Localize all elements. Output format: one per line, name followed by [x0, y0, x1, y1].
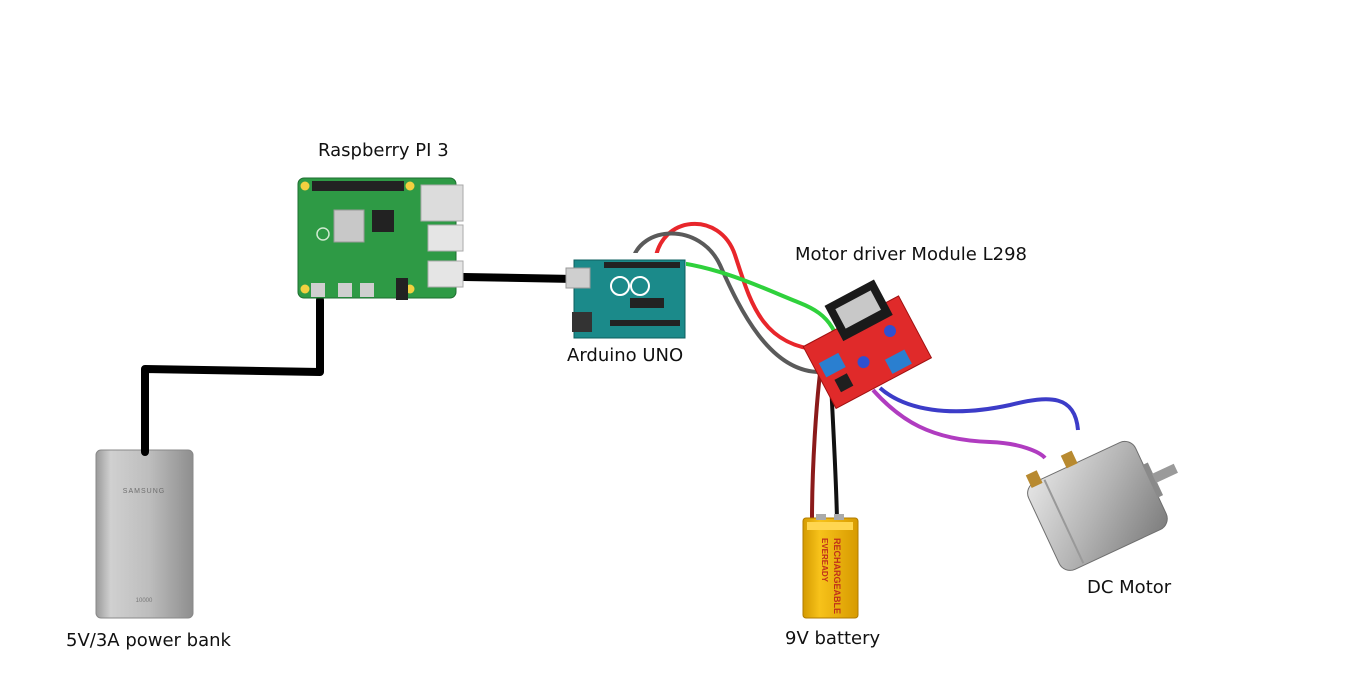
usb-power-cable	[141, 296, 324, 456]
blue-motor-wire	[878, 386, 1080, 431]
raspberry-pi-board	[297, 177, 464, 300]
arduino-board	[565, 253, 686, 341]
power-bank: SAMSUNG 10000	[95, 449, 194, 619]
motor-driver-label: Motor driver Module L298	[795, 244, 1027, 265]
motor-driver-board	[802, 279, 933, 410]
dc-motor	[1025, 440, 1178, 571]
raspberry-pi-label: Raspberry PI 3	[318, 140, 449, 161]
battery-brand: EVEREADY	[820, 538, 829, 583]
usb-data-cable	[460, 273, 579, 283]
gray-wire	[630, 231, 821, 374]
power-bank-capacity: 10000	[136, 598, 153, 604]
red-wire	[653, 221, 821, 352]
battery-text: RECHARGEABLE	[832, 538, 842, 614]
power-bank-brand: SAMSUNG	[123, 488, 165, 495]
dc-motor-label: DC Motor	[1087, 577, 1172, 598]
arduino-label: Arduino UNO	[567, 345, 684, 366]
battery: EVEREADY RECHARGEABLE	[802, 514, 859, 619]
battery-label: 9V battery	[785, 628, 881, 649]
purple-motor-wire	[871, 388, 1047, 460]
power-bank-label: 5V/3A power bank	[66, 630, 231, 651]
battery-positive-wire	[810, 357, 824, 521]
